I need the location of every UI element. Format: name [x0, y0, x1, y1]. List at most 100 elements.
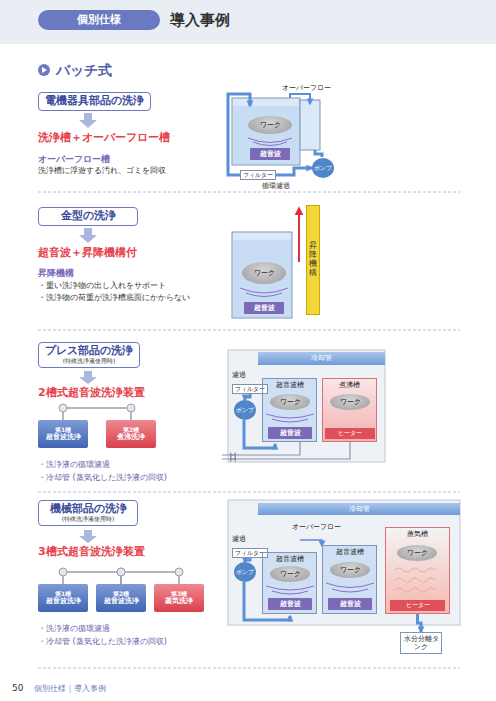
node-text: フィルター — [235, 550, 265, 556]
ultrasonic-unit: 超音波 — [250, 148, 290, 160]
pump-circle: ポンプ — [234, 562, 256, 582]
tank: 超音波槽ワーク超音波 — [262, 378, 317, 442]
workpiece: ワーク — [270, 566, 310, 582]
cooling-pipe: 冷却管 — [258, 352, 385, 365]
tank-drawing — [232, 208, 299, 318]
label-text: オーバーフロー — [292, 523, 341, 531]
node-text: プレス部品の洗浄 — [45, 345, 133, 358]
stage-box: 第2槽超音波洗浄 — [96, 584, 146, 612]
node-text: フィルター — [235, 386, 265, 392]
node-text: 超音波 — [280, 600, 301, 608]
stage-box: 第1槽超音波洗浄 — [38, 584, 88, 612]
stage-link — [121, 572, 179, 584]
label-text: オーバーフロー — [282, 84, 331, 92]
node-text: 煮沸槽 — [339, 381, 360, 389]
node-text: 超音波槽 — [276, 381, 304, 389]
label-text: ・冷却管 (蒸気化した洗浄液の回収) — [38, 637, 167, 647]
workpiece: ワーク — [242, 262, 286, 284]
stage-dot — [59, 404, 67, 412]
label-text: 濾過 — [232, 371, 246, 379]
node-text: 第1槽 — [55, 591, 71, 598]
node-text: 電機器具部品の洗浄 — [45, 95, 144, 108]
separator — [38, 192, 460, 668]
label-text: ・洗浄物の荷重が洗浄槽底面にかからない — [38, 293, 190, 303]
label-text: 超音波＋昇降機構付 — [38, 246, 137, 259]
node-text: ヒーター — [406, 602, 430, 609]
application-box: 機械部品の洗浄(特殊洗浄液使用時) — [38, 500, 138, 526]
application-box: プレス部品の洗浄(特殊洗浄液使用時) — [38, 342, 140, 368]
node-text: ポンプ — [236, 407, 254, 414]
node-text: 蒸気槽 — [407, 530, 428, 538]
ultrasonic-unit: 超音波 — [268, 598, 312, 610]
lift-mechanism: 昇降機構 — [306, 205, 320, 315]
node-text: ポンプ — [236, 569, 254, 576]
cleaning-unit-drawing — [228, 500, 460, 625]
workpiece: ワーク — [270, 394, 310, 410]
stage-box: 第2槽煮沸洗浄 — [106, 420, 156, 448]
heater: ヒーター — [390, 600, 445, 611]
stage-dot — [127, 404, 135, 412]
stage-dot — [117, 568, 125, 576]
label-text: ・洗浄液の循環濾過 — [38, 460, 110, 470]
tank: 超音波槽ワーク超音波 — [262, 552, 317, 614]
node-text: ヒーター — [338, 430, 362, 437]
workpiece: ワーク — [330, 394, 370, 410]
label-text: 昇降機構 — [38, 268, 74, 279]
node-text: 超音波 — [254, 304, 275, 312]
node-text: 超音波槽 — [336, 548, 364, 556]
pump-circle: ポンプ — [312, 158, 334, 178]
label-text: 洗浄槽＋オーバーフロー槽 — [38, 131, 170, 144]
node-text: 個別仕様 — [77, 14, 121, 27]
label-text: ・洗浄液の循環濾過 — [38, 624, 110, 634]
label-text: 洗浄槽に浮遊する汚れ、ゴミを回収 — [38, 166, 166, 176]
tank-drawing — [228, 94, 322, 175]
label-text: 2槽式超音波洗浄装置 — [38, 386, 145, 399]
node-text: ワーク — [407, 549, 428, 557]
node-text: ワーク — [260, 121, 281, 129]
node-text: 超音波洗浄 — [104, 597, 139, 605]
node-text: 昇降機構 — [309, 242, 317, 277]
node-text: 超音波 — [340, 600, 361, 608]
workpiece: ワーク — [397, 545, 437, 561]
node-text: 第1槽 — [55, 427, 71, 434]
label-text: 3槽式超音波洗浄装置 — [38, 545, 145, 558]
node-text: 蒸気洗浄 — [165, 597, 193, 605]
node-text: 冷却管 — [311, 354, 332, 362]
tank: 超音波槽ワーク超音波 — [322, 545, 377, 614]
page-title: 導入事例 — [170, 11, 230, 30]
node-text: 超音波 — [260, 150, 281, 158]
node-text: 第2槽 — [113, 591, 129, 598]
node-text: 第2槽 — [123, 427, 139, 434]
play-icon — [38, 64, 50, 76]
node-text: 超音波洗浄 — [46, 433, 81, 441]
node-text: ワーク — [340, 398, 361, 406]
ultrasonic-unit: 超音波 — [268, 427, 312, 439]
cleaning-unit-drawing — [222, 350, 385, 462]
stage-link — [63, 408, 131, 420]
node-text: ポンプ — [314, 165, 332, 172]
ultrasonic-unit: 超音波 — [328, 598, 372, 610]
node-text: 超音波槽 — [276, 555, 304, 563]
pipe-connector — [418, 614, 422, 632]
node-text: (特殊洗浄液使用時) — [63, 358, 116, 365]
tank: 煮沸槽ワークヒーター — [322, 378, 377, 442]
tank: 蒸気槽ワークヒーター — [385, 527, 450, 614]
stage-dot — [59, 568, 67, 576]
cooling-pipe: 冷却管 — [258, 503, 460, 515]
node-text: 機械部品の洗浄 — [50, 503, 127, 516]
pipe-connector — [276, 168, 312, 175]
filter-box: フィルター — [240, 170, 276, 180]
stage-box: 第1槽超音波洗浄 — [38, 420, 88, 448]
node-text: ワーク — [254, 269, 275, 277]
node-text: 水分分離タンク — [403, 635, 439, 651]
workpiece: ワーク — [248, 116, 292, 134]
node-text: 超音波洗浄 — [46, 597, 81, 605]
node-text: 金型の洗浄 — [61, 210, 116, 223]
label-text: 循環濾過 — [262, 182, 290, 190]
node-text: 第3槽 — [171, 591, 187, 598]
node-text: フィルター — [243, 172, 273, 178]
node-text: 煮沸洗浄 — [117, 433, 145, 441]
stage-box: 第3槽蒸気洗浄 — [154, 584, 204, 612]
label-text: ・重い洗浄物の出し入れをサポート — [38, 281, 166, 291]
node-text: 冷却管 — [349, 505, 370, 513]
